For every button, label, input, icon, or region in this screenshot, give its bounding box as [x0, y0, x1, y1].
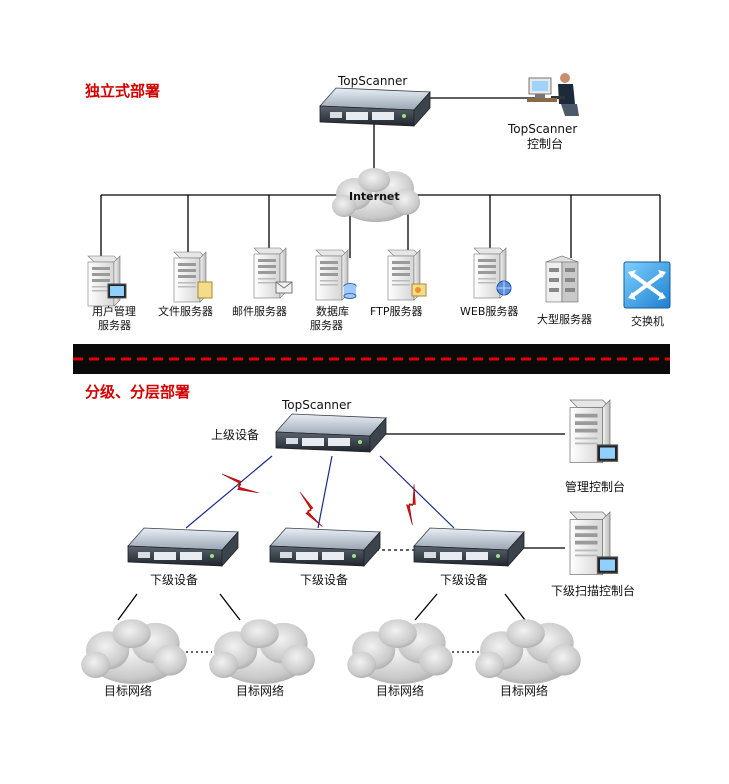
server-label: 服务器 — [310, 319, 343, 332]
target-network-label: 目标网络 — [376, 684, 425, 698]
lower-device-label: 下级设备 — [440, 573, 489, 587]
upper-device-label: 上级设备 — [211, 428, 260, 442]
large-server-icon — [545, 255, 579, 303]
server-label: 邮件服务器 — [232, 305, 287, 318]
server-label: 数据库 — [316, 305, 349, 318]
hierarchical-section-title: 分级、分层部署 — [85, 383, 191, 401]
lower-scanner-appliance — [127, 527, 239, 567]
web-server-icon — [473, 247, 512, 299]
operator-console-icon — [527, 73, 579, 116]
server-label: 大型服务器 — [537, 313, 592, 326]
server-label: FTP服务器 — [370, 305, 423, 318]
server-label: WEB服务器 — [460, 305, 519, 318]
user-management-server-icon — [87, 255, 127, 307]
hierarchical-connections — [117, 433, 565, 653]
lower-scanner-appliance — [269, 527, 381, 567]
ftp-server-icon — [387, 249, 427, 301]
target-network-label: 目标网络 — [104, 684, 153, 698]
database-server-icon — [315, 249, 357, 301]
topscanner-appliance — [319, 87, 431, 127]
server-label: 文件服务器 — [158, 305, 213, 318]
target-network-cloud-icon — [209, 619, 315, 684]
lightning-link-icon — [299, 488, 323, 530]
lightning-link-icon — [397, 483, 429, 526]
target-network-cloud-icon — [475, 619, 581, 684]
topscanner-label-lower: TopScanner — [282, 398, 352, 412]
lower-scan-console-label: 下级扫描控制台 — [551, 584, 636, 598]
mail-server-icon — [253, 247, 293, 299]
lower-device-label: 下级设备 — [300, 573, 349, 587]
section-divider — [73, 344, 670, 374]
console-label-line2: 控制台 — [527, 137, 564, 151]
management-console-server-icon — [569, 399, 619, 464]
lightning-link-icon — [221, 463, 259, 504]
console-label-line1: TopScanner — [508, 122, 578, 136]
server-label: 交换机 — [631, 315, 664, 328]
server-label: 用户管理 — [92, 305, 136, 318]
switch-icon — [623, 261, 671, 309]
lower-device-label: 下级设备 — [150, 573, 199, 587]
standalone-section-title: 独立式部署 — [85, 82, 161, 100]
upper-scanner-appliance — [275, 413, 387, 453]
server-label: 服务器 — [98, 319, 131, 332]
file-server-icon — [173, 251, 213, 303]
target-network-label: 目标网络 — [500, 684, 549, 698]
internet-label: Internet — [349, 190, 400, 203]
target-network-label: 目标网络 — [236, 684, 285, 698]
target-network-cloud-icon — [347, 619, 453, 684]
topscanner-label: TopScanner — [338, 74, 408, 88]
lower-scan-console-server-icon — [569, 511, 619, 576]
management-console-label: 管理控制台 — [565, 480, 626, 494]
lower-scanner-appliance — [413, 527, 525, 567]
target-network-cloud-icon — [81, 619, 187, 684]
